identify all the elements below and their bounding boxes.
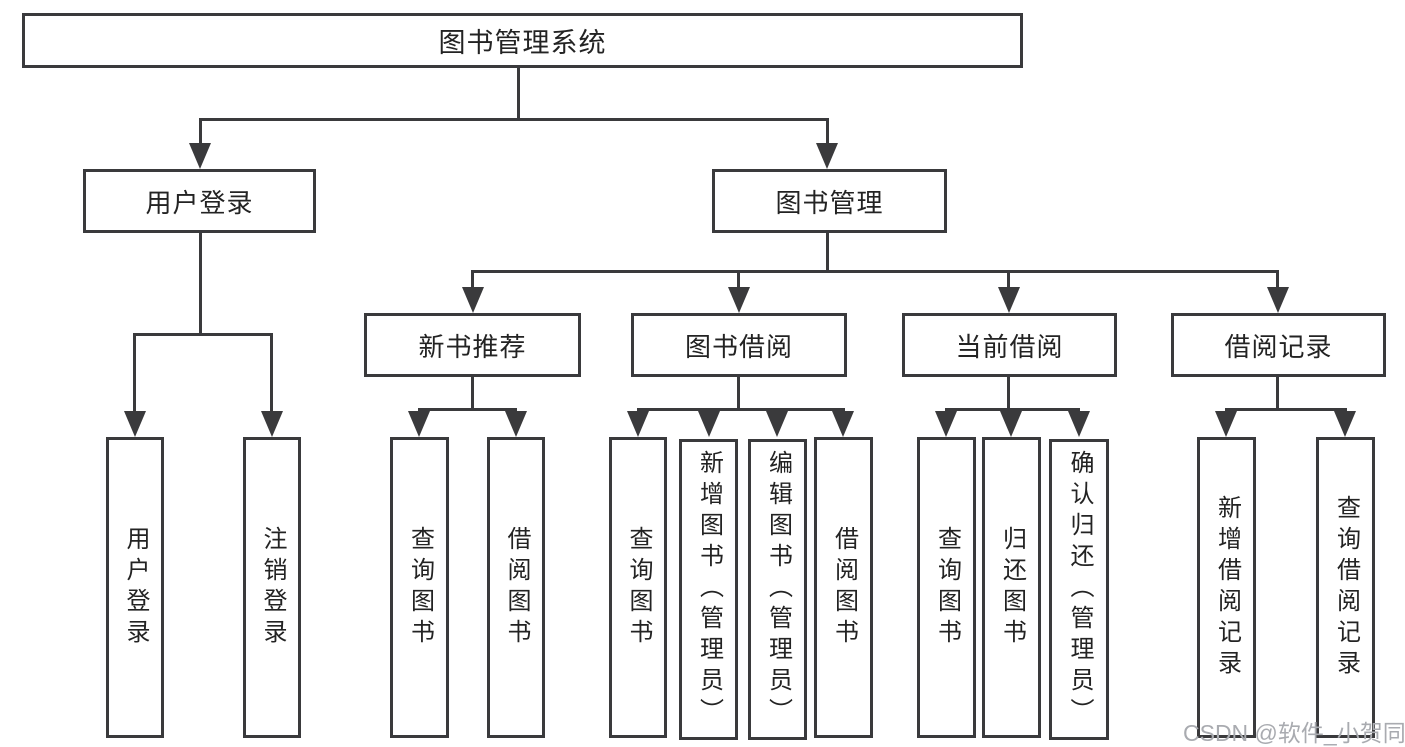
node-book-borrowing: 图书借阅 [631,313,847,377]
connector-logout-leaf-drop [270,334,273,413]
connector-book-borrow-stem [737,376,740,410]
connector-level3-horizontal [471,270,1279,273]
node-borrow-records: 借阅记录 [1171,313,1386,377]
node-book-management: 图书管理 [712,169,947,233]
arrow-down-icon [728,287,750,313]
watermark: CSDN @软件_小贺同学 [1183,720,1405,746]
arrow-down-icon [124,411,146,437]
connector-borrow-records-drop [1276,271,1279,289]
arrow-down-icon [408,411,430,437]
connector-book-mgmt-drop [826,118,829,145]
leaf-borrow-borrow-books: 借阅图书 [814,437,873,738]
arrow-down-icon [189,143,211,169]
node-new-book-recommend: 新书推荐 [364,313,581,377]
node-current-borrowing: 当前借阅 [902,313,1117,377]
connector-current-borrow-stem [1007,376,1010,410]
connector-current-group-horizontal [945,408,1080,411]
node-user-login: 用户登录 [83,169,316,233]
arrow-down-icon [698,411,720,437]
arrow-down-icon [1068,411,1090,437]
connector-new-book-rec-drop [471,271,474,289]
connector-user-login-drop [199,118,202,145]
leaf-current-query-books: 查询图书 [917,437,976,738]
leaf-rec-borrow-books: 借阅图书 [487,437,545,738]
leaf-borrow-add-books-admin: 新增图书（管理员） [679,439,738,740]
connector-borrow-records-stem [1276,376,1279,410]
leaf-current-confirm-return-admin: 确认归还（管理员） [1049,439,1109,740]
connector-login-group-horizontal [133,333,273,336]
arrow-down-icon [1000,411,1022,437]
arrow-down-icon [1215,411,1237,437]
leaf-current-return-books: 归还图书 [982,437,1041,738]
connector-level2-horizontal [199,118,829,121]
leaf-rec-query-books: 查询图书 [390,437,449,738]
connector-book-mgmt-stem [826,232,829,272]
connector-login-leaf-drop [133,334,136,413]
connector-records-group-horizontal [1225,408,1347,411]
connector-borrow-group-horizontal [637,408,845,411]
arrow-down-icon [998,287,1020,313]
leaf-records-add-record: 新增借阅记录 [1197,437,1256,738]
arrow-down-icon [627,411,649,437]
connector-new-book-rec-stem [471,376,474,410]
leaf-user-login: 用户登录 [106,437,164,738]
arrow-down-icon [766,411,788,437]
connector-user-login-stem [199,232,202,336]
connector-current-borrow-drop [1007,271,1010,289]
leaf-borrow-query-books: 查询图书 [609,437,667,738]
arrow-down-icon [816,143,838,169]
leaf-records-query-record: 查询借阅记录 [1316,437,1375,738]
node-library-system: 图书管理系统 [22,13,1023,68]
leaf-borrow-edit-books-admin: 编辑图书（管理员） [748,439,807,740]
arrow-down-icon [462,287,484,313]
arrow-down-icon [1334,411,1356,437]
connector-root-stem [517,66,520,120]
connector-rec-group-horizontal [418,408,517,411]
leaf-logout: 注销登录 [243,437,301,738]
arrow-down-icon [261,411,283,437]
connector-book-borrow-drop [737,271,740,289]
arrow-down-icon [505,411,527,437]
arrow-down-icon [935,411,957,437]
arrow-down-icon [832,411,854,437]
arrow-down-icon [1267,287,1289,313]
